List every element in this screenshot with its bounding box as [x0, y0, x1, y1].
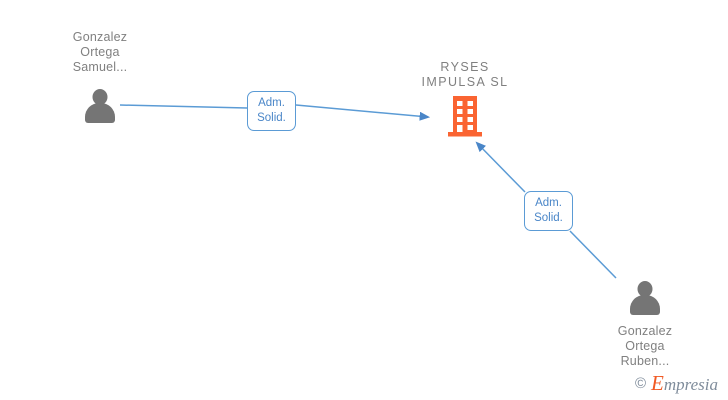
person-top-left-label: Gonzalez Ortega Samuel...	[72, 30, 128, 74]
edge-person-top-left-to-label	[119, 104, 248, 109]
copyright-icon: ©	[634, 375, 647, 392]
edge-label-to-company-bottom	[475, 141, 526, 193]
brand-rest: mpresia	[663, 375, 718, 394]
person-body-icon	[630, 295, 660, 315]
company-name-label: RYSES IMPULSA SL	[421, 60, 509, 89]
brand-initial: E	[651, 371, 664, 395]
node-person-top-left[interactable]: Gonzalez Ortega Samuel...	[35, 30, 165, 123]
node-person-bottom-right[interactable]: Gonzalez Ortega Ruben...	[580, 281, 710, 369]
relation-label-top[interactable]: Adm. Solid.	[247, 91, 296, 131]
building-icon	[448, 96, 482, 137]
person-head-icon	[637, 281, 653, 297]
brand-wordmark: Empresia	[651, 373, 718, 394]
person-head-icon	[92, 89, 108, 105]
empresia-watermark: © Empresia	[635, 373, 718, 394]
relation-label-bottom[interactable]: Adm. Solid.	[524, 191, 573, 231]
person-icon	[625, 281, 665, 315]
edge-label-to-company-top	[295, 104, 431, 121]
person-body-icon	[85, 103, 115, 123]
person-icon	[80, 89, 120, 123]
edge-person-bottom-right-to-label	[569, 230, 617, 279]
node-company[interactable]: RYSES IMPULSA SL	[395, 60, 535, 138]
person-bottom-right-label: Gonzalez Ortega Ruben...	[617, 324, 673, 368]
